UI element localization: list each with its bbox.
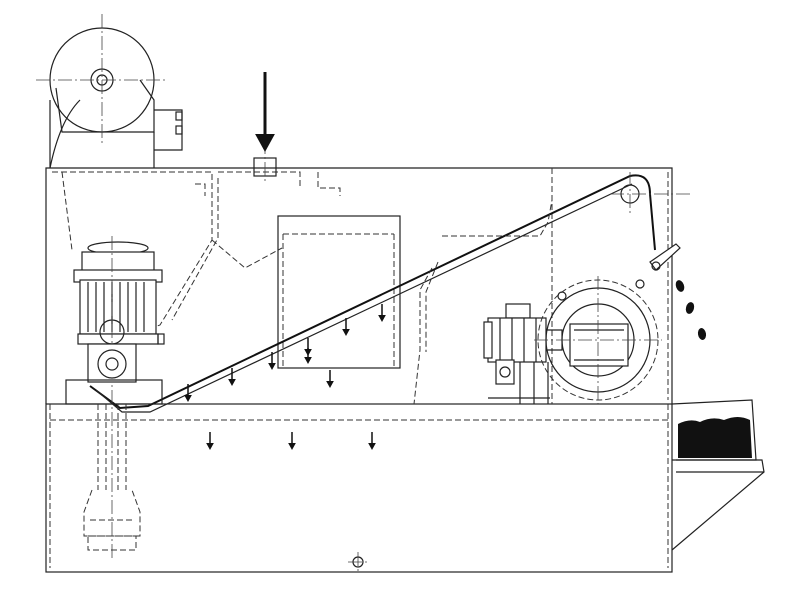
reel-hub-icon (36, 14, 168, 146)
inclined-scraper-conveyor (89, 172, 690, 413)
settling-flow-arrows (184, 304, 386, 450)
settle-arrow-icon (268, 352, 276, 370)
chip-icon (697, 328, 707, 340)
settle-arrow-icon (184, 384, 192, 402)
discharge-chute (671, 459, 765, 551)
settle-arrow-icon (326, 370, 334, 388)
head-shaft-icon (610, 172, 690, 216)
drain-plug-icon (348, 552, 368, 572)
pump-motor (73, 236, 165, 560)
settle-arrow-icon (342, 318, 350, 336)
settle-arrow-icon (228, 368, 236, 386)
discharged-chips (675, 280, 707, 340)
filter-drum (534, 276, 662, 404)
inlet-arrow-icon (255, 72, 275, 152)
settle-arrow-icon (304, 348, 312, 364)
discharge-scraper (649, 243, 681, 271)
chip-icon (675, 280, 685, 292)
settle-arrow-icon (206, 432, 214, 450)
hose-reel (36, 14, 183, 169)
tank (45, 403, 673, 573)
settle-arrow-icon (378, 304, 386, 322)
settle-arrow-icon (288, 432, 296, 450)
chip-icon (685, 302, 695, 314)
settle-arrow-icon (368, 432, 376, 450)
vertical-pump (65, 343, 163, 551)
inlet-flow-arrow (255, 72, 275, 152)
chip-bin (671, 399, 757, 461)
filter-chamber (45, 167, 673, 404)
